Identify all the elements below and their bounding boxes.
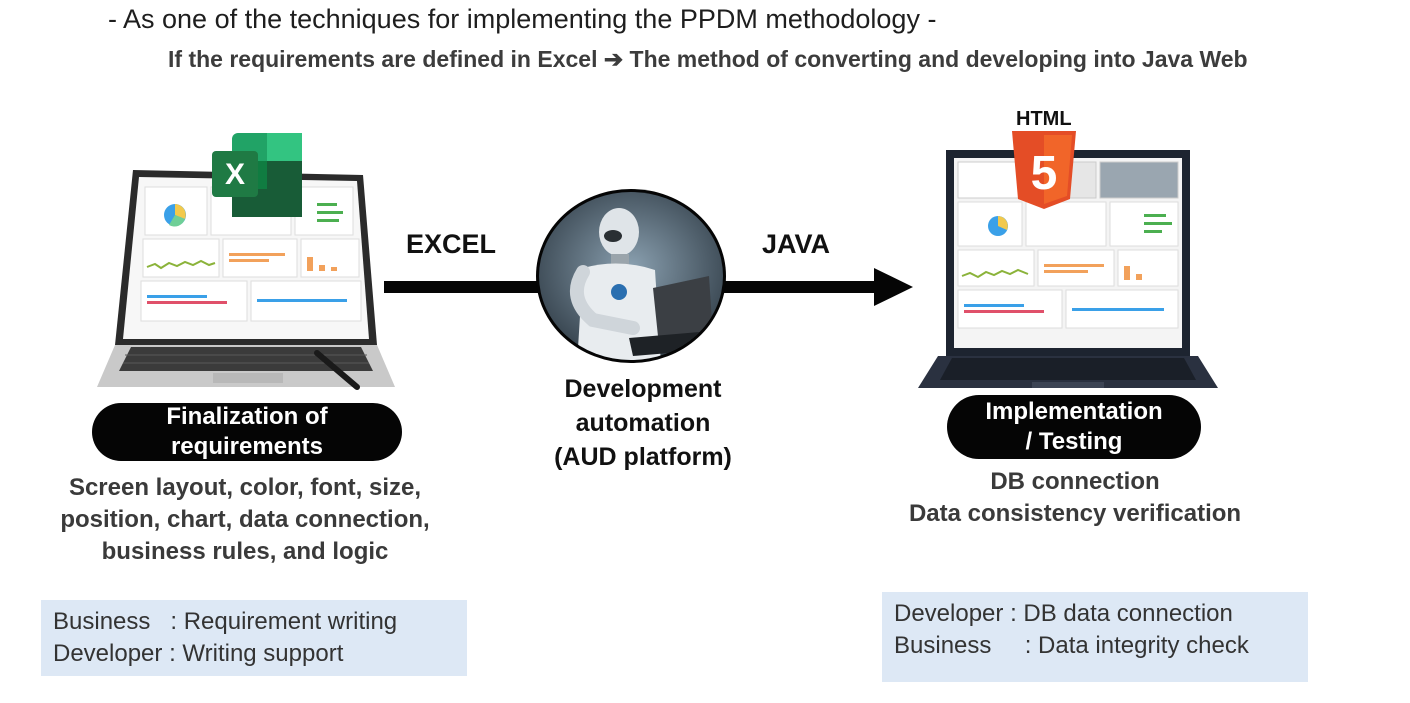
caption-line1: Development [564,375,722,403]
implementation-pill-line1: Implementation [985,398,1163,425]
html5-shield-icon: 5 [1012,131,1076,209]
excel-arrow-line [384,281,544,293]
html5-shield-number: 5 [1031,147,1058,200]
excel-arrow-label: EXCEL [406,229,497,259]
page-subtitle: If the requirements are defined in Excel… [168,46,1248,72]
flow-arrow [384,268,913,306]
page-title: - As one of the techniques for implement… [108,4,937,34]
dashboard-screenshot [140,186,362,322]
implementation-description: DB connection Data consistency verificat… [880,466,1270,530]
left-role-developer: Developer : Writing support [53,640,344,667]
finalization-pill-line2: requirements [170,433,324,460]
java-arrow-label: JAVA [762,229,831,259]
right-role-box: Developer : DB data connection Business … [882,592,1308,682]
caption-line3: (AUD platform) [554,443,732,471]
finalization-pill: Finalization of requirements [92,403,402,461]
development-automation-caption: Development automation (AUD platform) [520,372,766,474]
implementation-pill-line2: / Testing [1025,428,1123,455]
left-role-box: Business : Requirement writing Developer… [41,600,467,676]
java-arrow-line [720,281,880,293]
requirements-desc-line1: Screen layout, color, font, size, [68,474,422,501]
finalization-pill-line1: Finalization of [166,403,328,430]
implementation-desc-line1: DB connection [990,468,1160,495]
excel-icon-letter: X [225,158,245,191]
arrowhead-icon [874,268,913,306]
right-role-business: Business : Data integrity check [894,632,1249,659]
requirements-desc-line3: business rules, and logic [101,538,389,565]
html-badge-label: HTML [1016,108,1072,130]
excel-icon: X [212,133,302,217]
right-role-developer: Developer : DB data connection [894,600,1233,627]
left-laptop-illustration [97,170,395,390]
implementation-desc-line2: Data consistency verification [908,500,1242,527]
requirements-desc-line2: position, chart, data connection, [60,506,430,533]
dashboard-screenshot [957,161,1179,329]
caption-line2: automation [575,409,711,437]
requirements-description: Screen layout, color, font, size, positi… [30,472,460,568]
implementation-pill: Implementation / Testing [947,395,1201,459]
right-laptop-illustration [918,150,1218,388]
left-role-business: Business : Requirement writing [53,608,398,635]
robot-image [536,189,726,363]
